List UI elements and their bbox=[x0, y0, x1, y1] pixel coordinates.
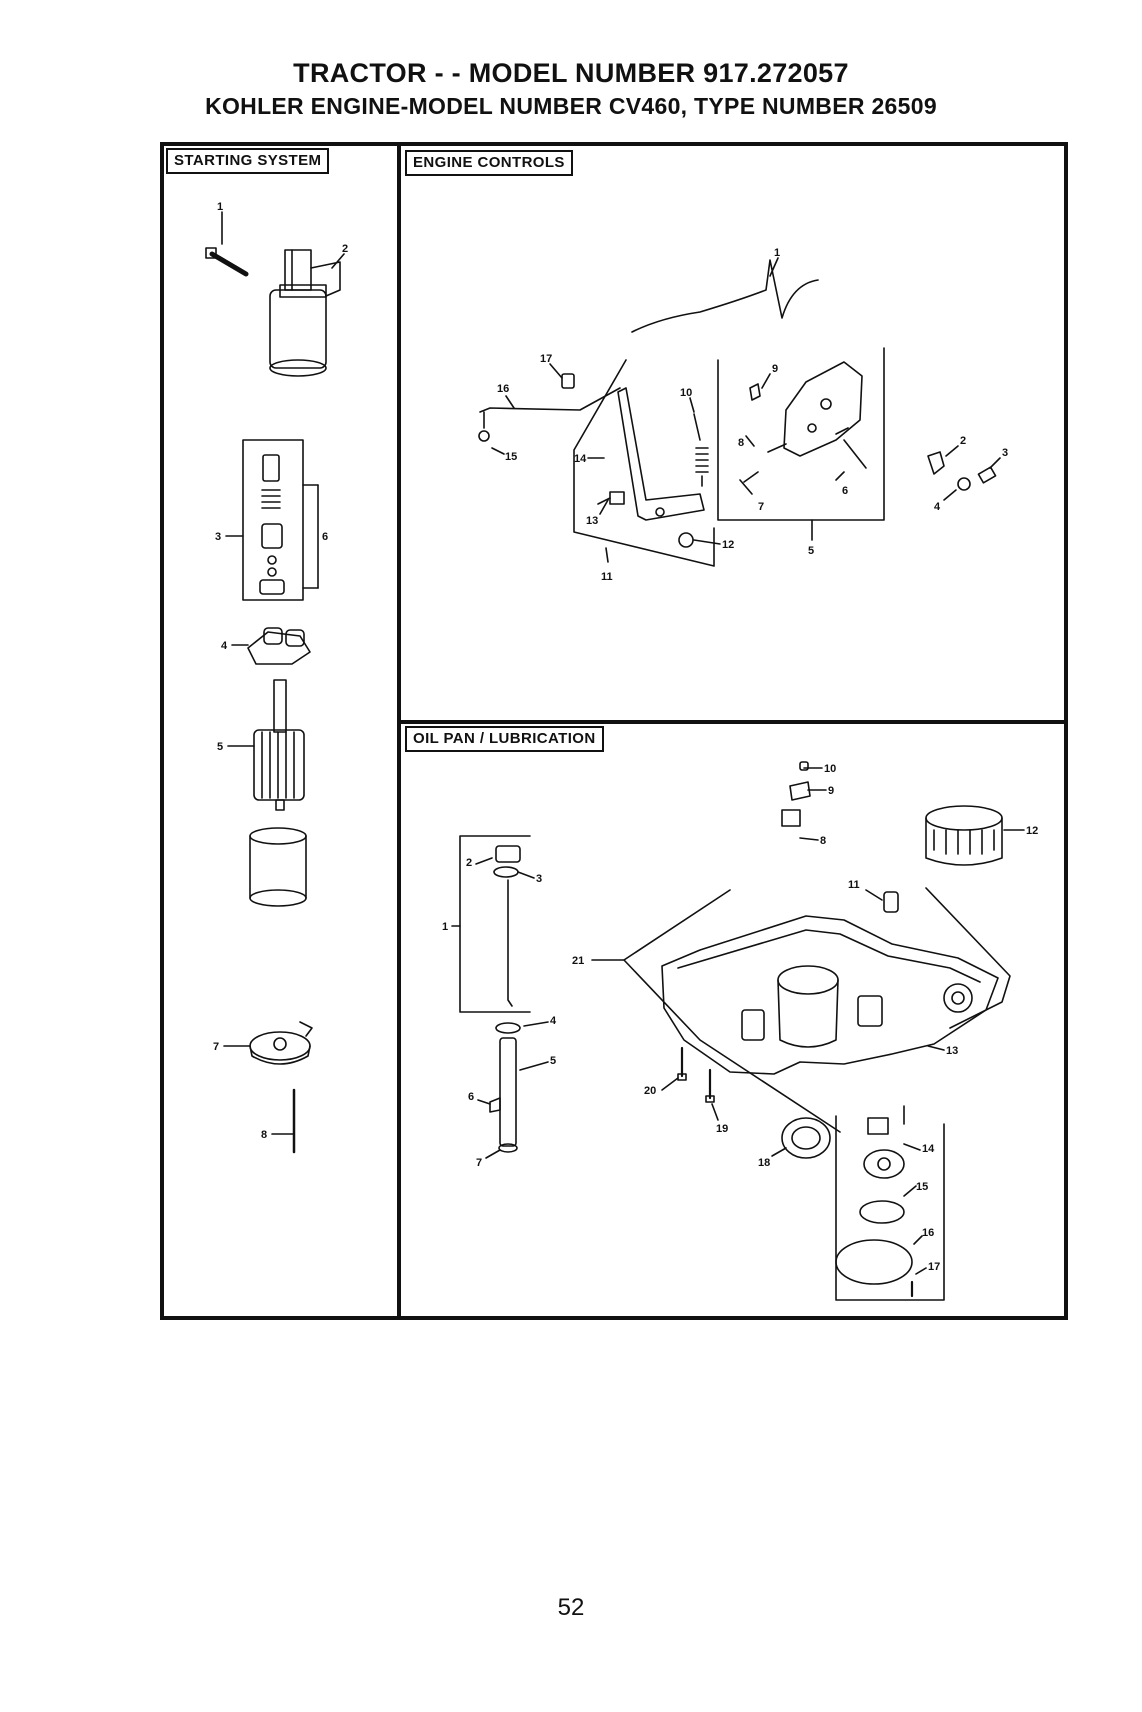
dipstick-cap bbox=[496, 846, 520, 862]
callouts-starting-system: 1 2 3 6 4 5 7 8 bbox=[213, 201, 348, 1141]
callout: 3 bbox=[1002, 447, 1008, 459]
callout: 2 bbox=[960, 435, 966, 447]
washer-4 bbox=[958, 478, 970, 490]
callout: 11 bbox=[601, 571, 613, 583]
callout: 1 bbox=[442, 921, 448, 933]
callout: 8 bbox=[820, 835, 826, 847]
callout: 5 bbox=[217, 741, 223, 753]
callout: 9 bbox=[828, 785, 834, 797]
bolt-3 bbox=[978, 467, 995, 483]
callout: 11 bbox=[848, 879, 860, 891]
dipstick-tube bbox=[490, 1038, 516, 1146]
callout: 14 bbox=[922, 1143, 935, 1155]
callout: 1 bbox=[217, 201, 223, 213]
end-cap bbox=[250, 1022, 312, 1064]
plug-11 bbox=[884, 892, 898, 912]
screw-20 bbox=[678, 1048, 686, 1080]
nut-12 bbox=[679, 533, 693, 547]
callout: 15 bbox=[505, 451, 517, 463]
callout: 4 bbox=[550, 1015, 557, 1027]
callouts-oil-pan: 10 9 8 12 11 2 3 1 21 4 5 13 6 20 19 18 … bbox=[442, 763, 1038, 1273]
starter-bolt bbox=[206, 248, 246, 274]
callout: 2 bbox=[466, 857, 472, 869]
callout: 10 bbox=[824, 763, 836, 775]
callout: 3 bbox=[536, 873, 542, 885]
callout: 3 bbox=[215, 531, 221, 543]
callout: 13 bbox=[946, 1045, 958, 1057]
throttle-cable bbox=[632, 260, 818, 332]
callout: 7 bbox=[476, 1157, 482, 1169]
callout: 15 bbox=[916, 1181, 928, 1193]
callout: 9 bbox=[772, 363, 778, 375]
spring-10 bbox=[694, 414, 708, 486]
frame-housing bbox=[250, 828, 306, 906]
callout: 5 bbox=[808, 545, 814, 557]
screw-19 bbox=[706, 1070, 714, 1102]
callout: 17 bbox=[540, 353, 552, 365]
starter-motor bbox=[270, 250, 340, 376]
callout: 1 bbox=[774, 247, 780, 259]
dipstick bbox=[508, 880, 512, 1006]
callout: 17 bbox=[928, 1261, 940, 1273]
bolt-13 bbox=[598, 492, 624, 504]
page-number: 52 bbox=[0, 1594, 1142, 1622]
breather-parts bbox=[782, 762, 810, 826]
callout: 4 bbox=[934, 501, 941, 513]
section-label-starting-system: STARTING SYSTEM bbox=[166, 148, 329, 174]
callout: 4 bbox=[221, 640, 228, 652]
callout: 21 bbox=[572, 955, 584, 967]
pump-cover bbox=[836, 1240, 912, 1284]
callout: 2 bbox=[342, 243, 348, 255]
section-label-engine-controls: ENGINE CONTROLS bbox=[405, 150, 573, 176]
callout: 8 bbox=[261, 1129, 267, 1141]
callout: 12 bbox=[1026, 825, 1038, 837]
bushing-17 bbox=[562, 374, 574, 388]
callout: 16 bbox=[922, 1227, 934, 1239]
section-label-oil-pan: OIL PAN / LUBRICATION bbox=[405, 726, 604, 752]
drive-pinion-parts bbox=[260, 455, 284, 594]
oil-filter bbox=[926, 806, 1002, 865]
callout: 19 bbox=[716, 1123, 728, 1135]
callout: 5 bbox=[550, 1055, 556, 1067]
callout: 12 bbox=[722, 539, 734, 551]
callout: 7 bbox=[213, 1041, 219, 1053]
callout: 13 bbox=[586, 515, 598, 527]
callout: 18 bbox=[758, 1157, 770, 1169]
callout: 7 bbox=[758, 501, 764, 513]
bracket-2 bbox=[928, 452, 944, 474]
callout: 6 bbox=[322, 531, 328, 543]
brush-holder bbox=[248, 628, 310, 664]
control-lever bbox=[618, 388, 704, 520]
oil-pump-parts bbox=[864, 1118, 904, 1178]
callout: 16 bbox=[497, 383, 509, 395]
callout: 20 bbox=[644, 1085, 656, 1097]
callout: 6 bbox=[468, 1091, 474, 1103]
callout: 8 bbox=[738, 437, 744, 449]
oil-seal bbox=[782, 1118, 830, 1158]
callout: 10 bbox=[680, 387, 692, 399]
control-bracket bbox=[784, 362, 862, 456]
callout: 14 bbox=[574, 453, 587, 465]
small-parts-ec bbox=[744, 384, 866, 482]
armature bbox=[254, 680, 304, 810]
callout: 6 bbox=[842, 485, 848, 497]
lever-bracket-box bbox=[574, 360, 714, 566]
